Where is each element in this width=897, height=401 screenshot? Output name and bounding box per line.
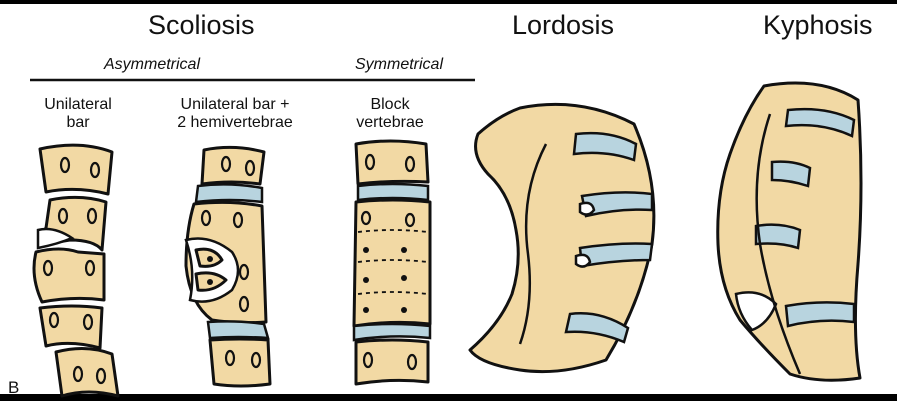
panel-label: B: [8, 378, 19, 398]
symmetrical-label: Symmetrical: [355, 56, 443, 74]
asymmetrical-label: Asymmetrical: [104, 56, 200, 74]
kyphosis-spine: [718, 83, 861, 380]
unilateral-bar-label: Unilateral bar: [30, 96, 126, 133]
scoliosis-title: Scoliosis: [148, 10, 255, 41]
block-vertebrae-spine: [354, 141, 430, 384]
unilateral-bar-hemivertebrae-label: Unilateral bar + 2 hemivertebrae: [160, 96, 310, 133]
unilateral-bar-spine: [34, 145, 118, 396]
unilateral-bar-hemivertebrae-spine: [186, 147, 270, 386]
lordosis-title: Lordosis: [512, 10, 614, 41]
kyphosis-title: Kyphosis: [763, 10, 873, 41]
lordosis-spine: [470, 104, 654, 371]
block-vertebrae-label: Block vertebrae: [348, 96, 432, 133]
